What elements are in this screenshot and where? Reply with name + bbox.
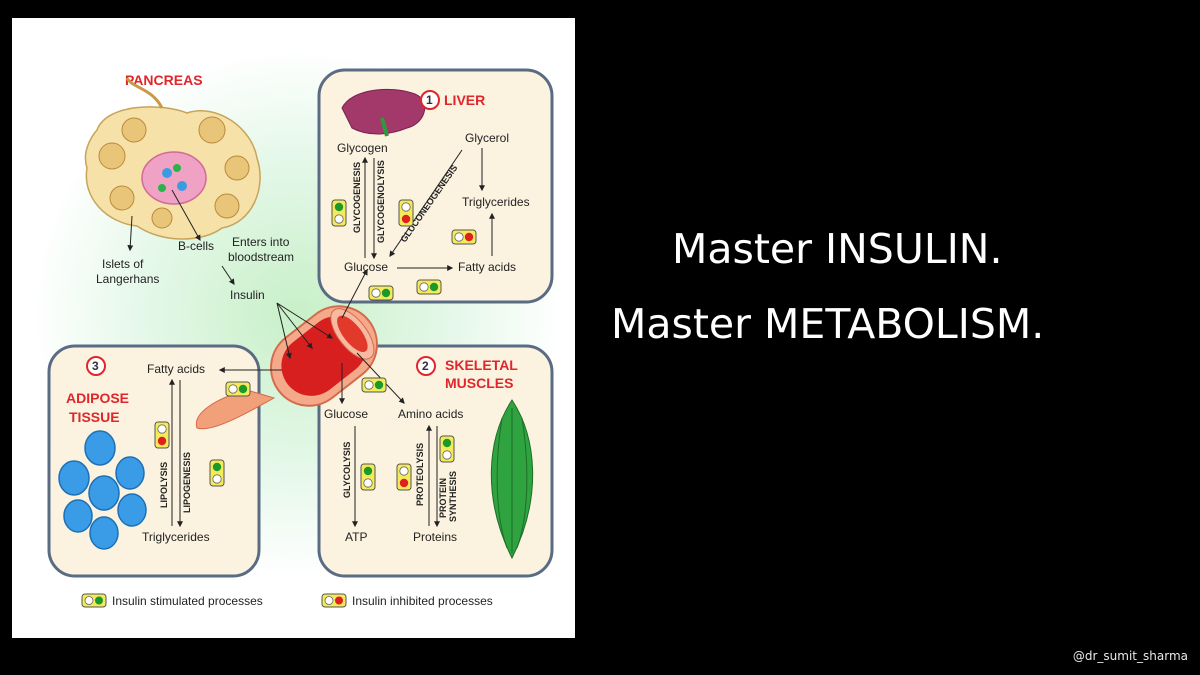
beta-cells <box>158 164 187 192</box>
legend: Insulin stimulated processes Insulin inh… <box>81 593 493 608</box>
adipose-number-badge <box>86 356 106 376</box>
adipose-lipogenesis-indicator <box>209 459 225 487</box>
acini-clusters <box>98 116 250 229</box>
liver-glucose: Glucose <box>344 260 388 274</box>
muscles-title-line2: MUSCLES <box>445 375 513 391</box>
liver-number: 1 <box>426 93 433 107</box>
liver-glycogenolysis-indicator <box>398 199 414 227</box>
muscle-protein-synthesis-indicator <box>439 435 455 463</box>
muscles-glucose: Glucose <box>324 407 368 421</box>
islet-of-langerhans <box>141 151 207 205</box>
bcells-label: B-cells <box>178 239 214 253</box>
enters-label-line2: bloodstream <box>228 250 294 264</box>
muscle-proteolysis-indicator <box>396 463 412 491</box>
adipose-number: 3 <box>92 359 99 373</box>
watermark: @dr_sumit_sharma <box>1072 649 1188 663</box>
liver-number-badge <box>420 90 440 110</box>
islets-label-line1: Islets of <box>102 257 144 271</box>
legend-stimulated-swatch <box>81 593 107 608</box>
liver-glycogen: Glycogen <box>337 141 388 155</box>
liver-triglycerides: Triglycerides <box>462 195 530 209</box>
blood-vessel <box>195 268 405 430</box>
legend-inhibited-swatch <box>321 593 347 608</box>
muscle-glucose-uptake-indicator <box>361 377 387 393</box>
liver-glycogenesis-indicator <box>331 199 347 227</box>
islets-label-line2: Langerhans <box>96 272 159 286</box>
liver-panel: 1 LIVER Glycogen Glycerol Triglycerides … <box>317 68 554 304</box>
liver-glycogenolysis: GLYCOGENOLYSIS <box>376 160 386 243</box>
adipose-title-line2: TISSUE <box>69 409 120 425</box>
legend-inhibited-label: Insulin inhibited processes <box>352 594 493 608</box>
muscles-protein-synthesis-line2: SYNTHESIS <box>448 471 458 522</box>
adipocytes-icon <box>58 430 147 550</box>
adipose-triglycerides: Triglycerides <box>142 530 210 544</box>
pancreas-section: PANCREAS Islets of Langerhans B-cells En… <box>84 72 294 302</box>
adipose-fatty-acids: Fatty acids <box>147 362 205 376</box>
gallbladder-icon <box>380 117 389 137</box>
legend-stimulated-label: Insulin stimulated processes <box>112 594 263 608</box>
adipose-title-line1: ADIPOSE <box>66 390 129 406</box>
liver-gluconeogenesis-indicator <box>451 229 477 245</box>
muscles-amino-acids: Amino acids <box>398 407 463 421</box>
muscles-panel: 2 SKELETAL MUSCLES Glucose Amino acids A… <box>317 344 554 578</box>
enters-label-line1: Enters into <box>232 235 290 249</box>
liver-fatty-acids: Fatty acids <box>458 260 516 274</box>
muscles-number: 2 <box>422 359 429 373</box>
liver-glycerol: Glycerol <box>465 131 509 145</box>
pancreatic-duct <box>125 77 164 109</box>
liver-glucose-uptake-indicator <box>368 285 394 301</box>
adipose-panel: 3 ADIPOSE TISSUE Fatty acids Triglycerid… <box>47 344 261 578</box>
insulin-indicators <box>154 199 477 491</box>
headline-line-2: Master METABOLISM. <box>611 300 1045 348</box>
muscles-title-line1: SKELETAL <box>445 357 518 373</box>
muscles-atp: ATP <box>345 530 367 544</box>
adipose-lipolysis: LIPOLYSIS <box>159 462 169 508</box>
muscles-protein-synthesis-line1: PROTEIN <box>438 478 448 518</box>
liver-lipogenesis-indicator <box>416 279 442 295</box>
adipose-fatty-acid-uptake-indicator <box>225 381 251 397</box>
muscles-proteins: Proteins <box>413 530 457 544</box>
adipose-lipolysis-indicator <box>154 421 170 449</box>
muscle-glycolysis-indicator <box>360 463 376 491</box>
insulin-label: Insulin <box>230 288 265 302</box>
muscles-glycolysis: GLYCOLYSIS <box>342 442 352 498</box>
adipose-lipogenesis: LIPOGENESIS <box>182 452 192 513</box>
muscles-proteolysis: PROTEOLYSIS <box>415 443 425 506</box>
pancreas-title: PANCREAS <box>125 72 203 88</box>
liver-title: LIVER <box>444 92 485 108</box>
liver-glycogenesis: GLYCOGENESIS <box>352 162 362 233</box>
insulin-metabolism-diagram: PANCREAS Islets of Langerhans B-cells En… <box>12 18 575 638</box>
headline-line-1: Master INSULIN. <box>672 225 1003 273</box>
muscles-number-badge <box>416 356 436 376</box>
